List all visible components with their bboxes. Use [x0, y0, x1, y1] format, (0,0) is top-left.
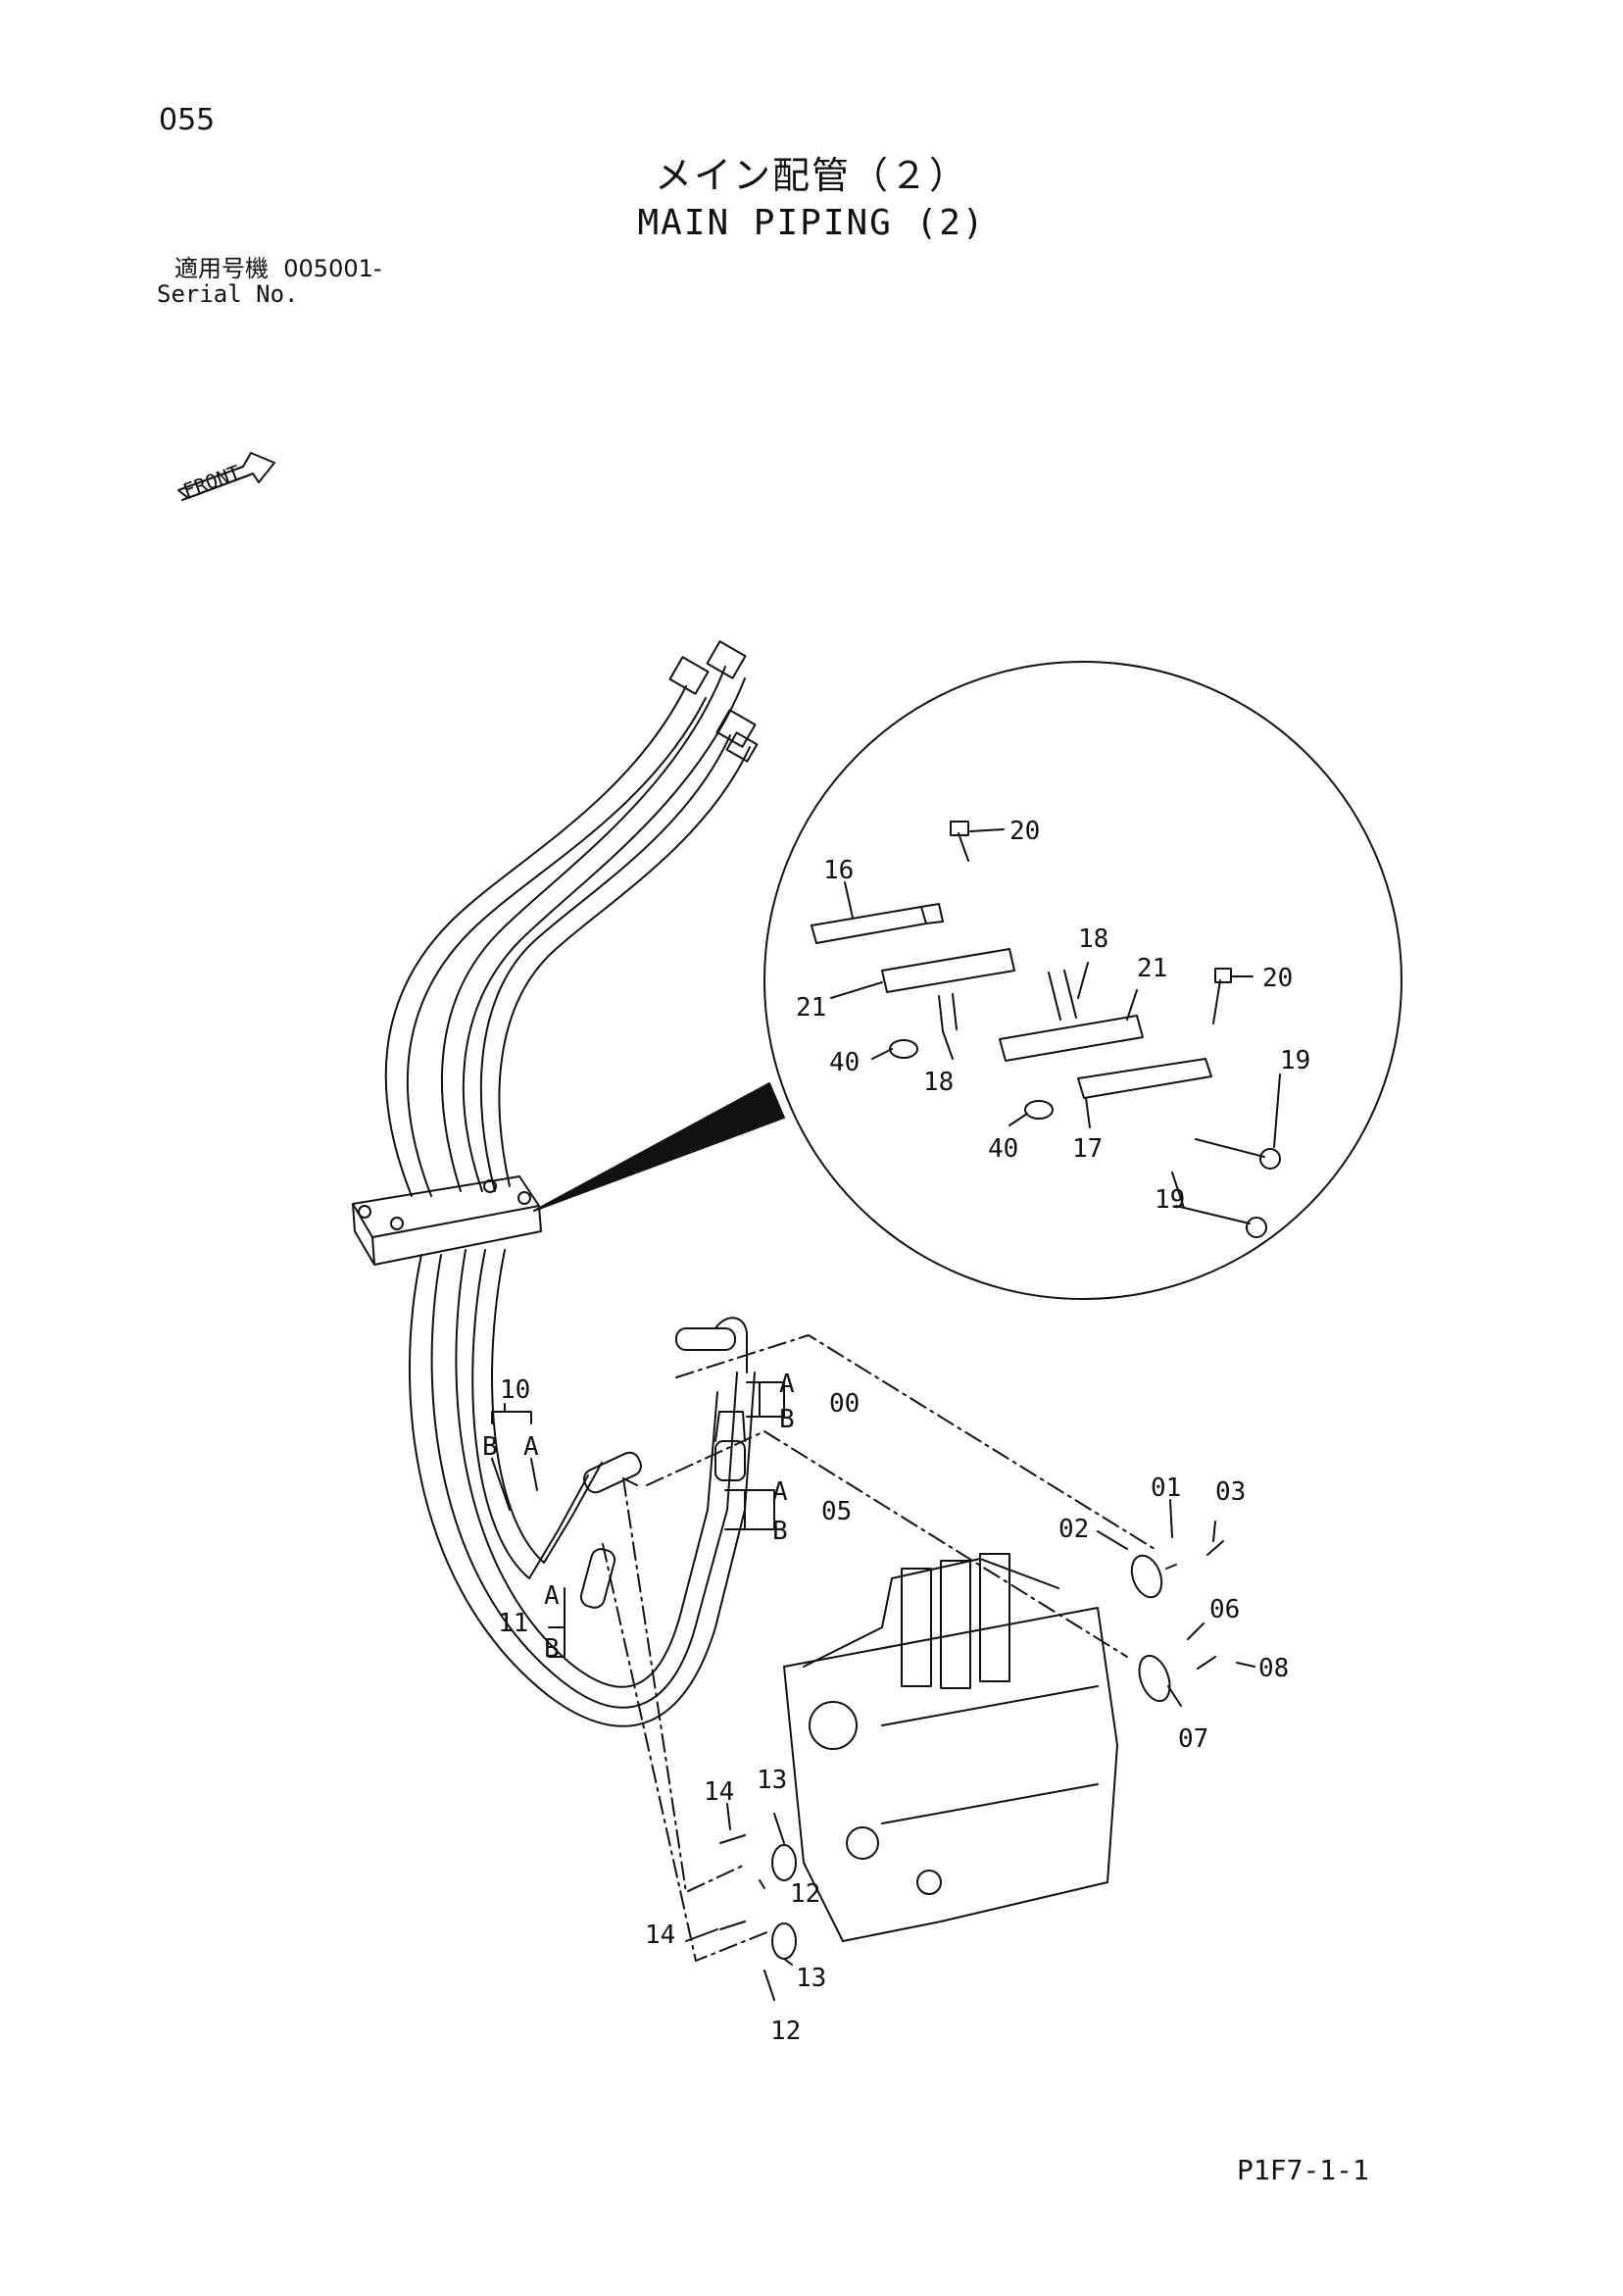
hose-fittings [579, 1317, 748, 1609]
callout-12: 12 [770, 2017, 801, 2046]
callout-16: 16 [823, 856, 854, 885]
callout-18: 18 [923, 1068, 954, 1097]
callout-10-b: B [482, 1432, 498, 1462]
callout-07: 07 [1178, 1724, 1208, 1754]
lower-hoses [408, 1249, 756, 1727]
callout-14: 14 [704, 1777, 734, 1807]
callout-17: 17 [1072, 1134, 1103, 1164]
hose-clamp-block [352, 1175, 542, 1266]
callout-10-a: A [523, 1432, 539, 1462]
callout-20: 20 [1009, 817, 1040, 846]
page-title: MAIN PIPING (2) [637, 203, 986, 243]
detail-leader [533, 1082, 785, 1212]
callout-11: 11 [498, 1609, 528, 1638]
callout-00-a: A [779, 1370, 795, 1399]
callout-00-b: B [779, 1405, 795, 1434]
callout-12: 12 [790, 1879, 820, 1909]
callout-08: 08 [1258, 1654, 1289, 1683]
callout-01: 01 [1151, 1473, 1181, 1503]
serial-applicability: 適用号機 005001- [174, 255, 382, 282]
callout-05-b: B [772, 1517, 788, 1546]
callout-40: 40 [829, 1048, 860, 1077]
page-code: P1F7-1-1 [1237, 2154, 1369, 2186]
callout-11-a: A [544, 1581, 560, 1611]
callout-18: 18 [1078, 924, 1108, 954]
callout-03: 03 [1215, 1477, 1246, 1507]
callout-21: 21 [1137, 954, 1167, 983]
callout-14: 14 [645, 1921, 675, 1950]
callout-10: 10 [500, 1375, 530, 1405]
clamp-detail-parts [811, 821, 1281, 1238]
routing-lines [602, 1334, 1156, 1962]
detail-circle [763, 661, 1402, 1300]
callout-40: 40 [988, 1134, 1018, 1164]
callout-05-a: A [772, 1477, 788, 1507]
callout-11-b: B [544, 1634, 560, 1664]
front-label: FRONT [180, 461, 244, 503]
page-number: 055 [159, 103, 216, 137]
serial-number-label: Serial No. [157, 280, 299, 308]
callout-13: 13 [757, 1766, 787, 1795]
callout-20: 20 [1262, 964, 1293, 993]
hose-bundle [384, 640, 759, 1197]
callout-19: 19 [1155, 1185, 1185, 1215]
page-title-japanese: メイン配管（２） [654, 154, 968, 197]
control-valve [783, 1553, 1118, 1942]
callout-13: 13 [796, 1964, 826, 1993]
callout-00: 00 [829, 1389, 860, 1419]
callout-19: 19 [1280, 1046, 1310, 1075]
front-arrow-icon: FRONT [177, 452, 275, 503]
callout-21: 21 [796, 993, 826, 1023]
callout-02: 02 [1058, 1515, 1089, 1544]
callout-05: 05 [821, 1497, 852, 1526]
callout-06: 06 [1209, 1595, 1240, 1624]
